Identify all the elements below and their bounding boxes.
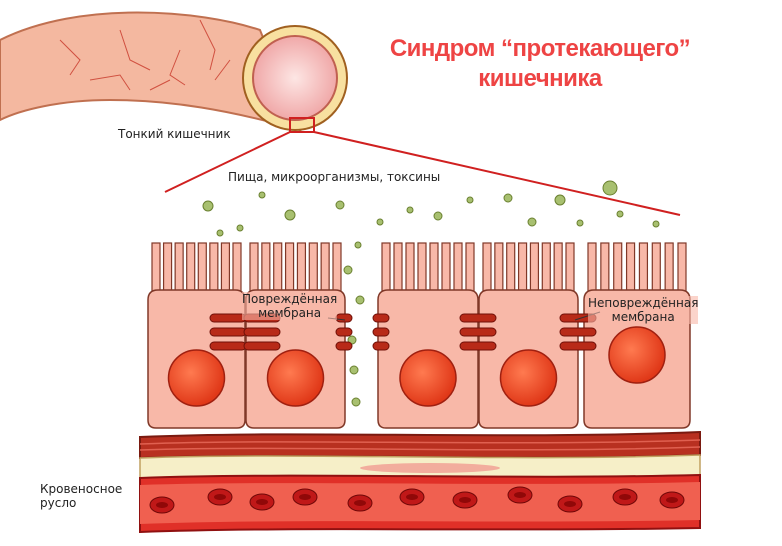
epithelial-cell: [377, 242, 479, 429]
muscle-layer: [139, 430, 701, 460]
particle: [602, 180, 618, 196]
tight-junction: [335, 327, 353, 337]
particle: [527, 217, 537, 227]
particle: [406, 206, 414, 214]
tight-junction: [335, 341, 353, 351]
label-lumen-contents: Пища, микроорганизмы, токсины: [228, 170, 441, 184]
title-line-2: кишечника: [478, 65, 602, 92]
nucleus: [499, 349, 558, 407]
epithelial-cells: [147, 242, 691, 429]
particle: [503, 193, 513, 203]
tight-junction: [209, 327, 247, 337]
intestine-tube: [0, 11, 681, 216]
particle: [284, 209, 296, 221]
tight-junction: [372, 313, 390, 323]
label-bloodstream: Кровеносное русло: [40, 482, 122, 510]
tight-junction: [459, 327, 497, 337]
epithelial-cell: [583, 242, 691, 429]
particle: [236, 224, 244, 232]
label-line: мембрана: [258, 306, 322, 320]
red-blood-cells: [149, 486, 685, 514]
tight-junction: [243, 327, 281, 337]
particle: [354, 241, 362, 249]
nucleus: [266, 349, 325, 407]
diagram-title: Синдром “протекающего” кишечника: [380, 34, 700, 94]
particle: [258, 191, 266, 199]
epithelial-cell: [478, 242, 579, 429]
label-line: Кровеносное: [40, 482, 123, 496]
particle: [335, 200, 345, 210]
tight-junction: [335, 313, 353, 323]
nucleus: [608, 326, 666, 384]
particle: [216, 229, 224, 237]
tight-junction: [459, 341, 497, 351]
particle: [376, 218, 384, 226]
particle: [351, 397, 361, 407]
particle: [433, 211, 443, 221]
label-line: мембрана: [611, 310, 675, 324]
label-line: русло: [40, 496, 77, 510]
label-small-intestine: Тонкий кишечник: [118, 127, 231, 141]
tight-junction: [559, 341, 597, 351]
label-intact-membrane: Неповреждённая мембрана: [588, 296, 699, 324]
label-line: Неповреждённая: [588, 296, 699, 310]
nucleus: [167, 349, 226, 407]
tight-junction: [459, 313, 497, 323]
tight-junction: [372, 341, 390, 351]
title-line-1: Синдром “протекающего”: [389, 35, 691, 62]
particle: [355, 295, 365, 305]
tight-junction: [243, 341, 281, 351]
particle: [554, 194, 566, 206]
particle: [616, 210, 624, 218]
tight-junction: [372, 327, 390, 337]
nucleus: [399, 349, 457, 407]
label-damaged-membrane: Повреждённая мембрана: [242, 292, 338, 320]
particle: [576, 219, 584, 227]
particle: [466, 196, 474, 204]
particle: [343, 265, 353, 275]
epithelial-cell: [147, 242, 246, 429]
particle: [652, 220, 660, 228]
label-line: Повреждённая: [242, 292, 338, 306]
tight-junction: [559, 327, 597, 337]
tight-junction: [209, 313, 247, 323]
tight-junction: [209, 341, 247, 351]
particle: [349, 365, 359, 375]
zoom-box: [289, 117, 315, 133]
particle: [202, 200, 214, 212]
